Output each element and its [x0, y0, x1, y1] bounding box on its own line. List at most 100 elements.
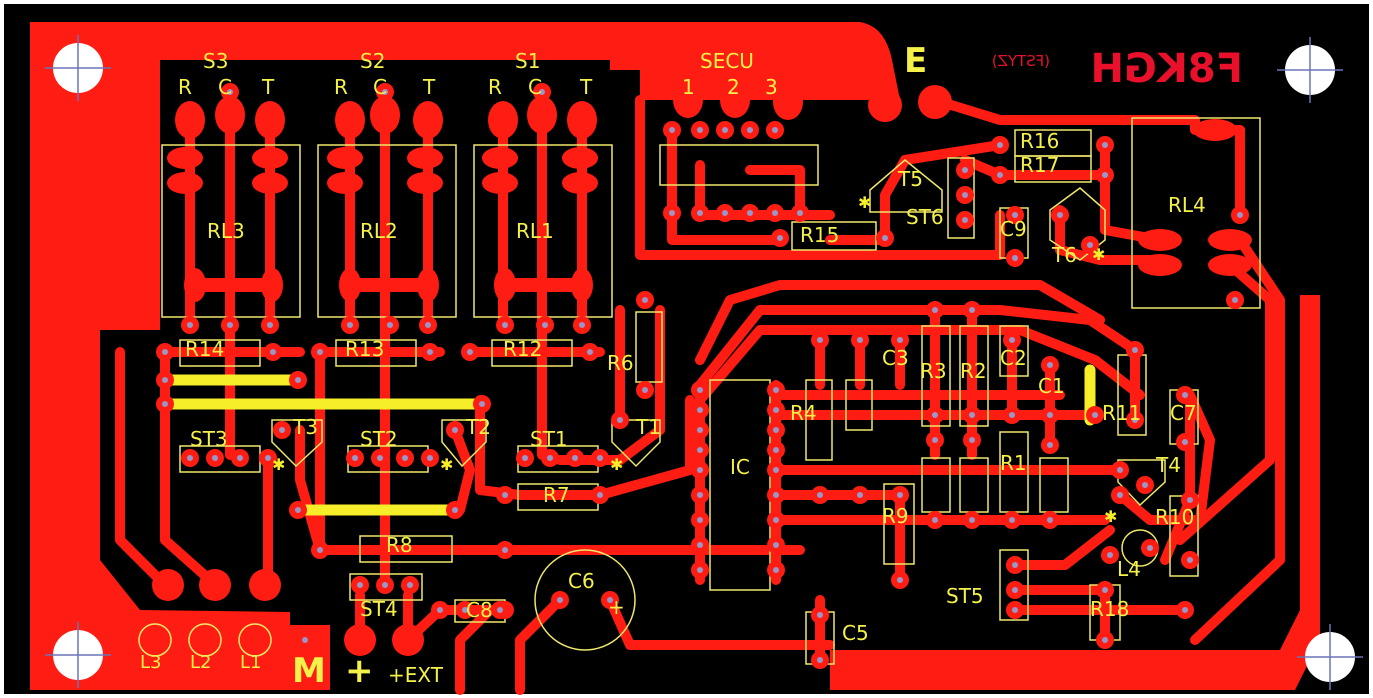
drill-hole — [539, 89, 545, 95]
drill-hole — [1012, 255, 1018, 261]
drill-hole — [302, 637, 308, 643]
capacitor-label-c1: C1 — [1038, 374, 1065, 398]
resistor-label-r16: R16 — [1020, 129, 1059, 153]
drill-hole — [1009, 412, 1015, 418]
drill-hole — [932, 517, 938, 523]
drill-hole — [773, 542, 779, 548]
resistor-label-r1: R1 — [1000, 451, 1027, 475]
drill-hole — [572, 455, 578, 461]
drill-hole — [1147, 545, 1153, 551]
drill-hole — [377, 455, 383, 461]
resistor-label-r3: R3 — [920, 359, 947, 383]
drill-hole — [407, 582, 413, 588]
drill-hole — [897, 492, 903, 498]
resistor-label-r4: R4 — [790, 401, 817, 425]
drill-hole — [962, 167, 968, 173]
pads — [152, 82, 1252, 669]
drill-hole — [212, 455, 218, 461]
drill-hole — [857, 337, 863, 343]
author-mirrored: (FSTYZ) — [992, 52, 1050, 70]
svg-text:✱: ✱ — [858, 193, 871, 212]
drill-hole — [697, 407, 703, 413]
drill-hole — [1009, 517, 1015, 523]
drill-hole — [382, 582, 388, 588]
drill-hole — [1117, 467, 1123, 473]
drill-hole — [267, 322, 273, 328]
secu-pin-1: 1 — [682, 75, 695, 99]
drill-hole — [1182, 392, 1188, 398]
callsign-mirrored: F8KGH — [1091, 46, 1243, 92]
drill-hole — [617, 417, 623, 423]
pin-label: R — [178, 75, 192, 99]
resistor-label-r9: R9 — [882, 504, 909, 528]
drill-hole — [669, 210, 675, 216]
drill-hole — [279, 427, 285, 433]
drill-hole — [773, 517, 779, 523]
led-label-l2: L2 — [190, 652, 211, 673]
drill-hole — [697, 210, 703, 216]
drill-hole — [773, 492, 779, 498]
drill-hole — [427, 455, 433, 461]
drill-hole — [1102, 172, 1108, 178]
svg-text:✱: ✱ — [1092, 245, 1105, 264]
drill-hole — [387, 322, 393, 328]
mounting-hole-br — [1297, 624, 1363, 690]
ext-label: +EXT — [388, 663, 444, 687]
drill-hole — [597, 455, 603, 461]
drill-hole — [382, 89, 388, 95]
drill-hole — [882, 235, 888, 241]
drill-hole — [772, 127, 778, 133]
resistor-label-r15: R15 — [800, 223, 839, 247]
ic-label: IC — [730, 455, 750, 479]
drill-hole — [1187, 557, 1193, 563]
drill-hole — [1102, 587, 1108, 593]
drill-hole — [1047, 517, 1053, 523]
drill-hole — [697, 492, 703, 498]
drill-hole — [597, 492, 603, 498]
drill-hole — [797, 210, 803, 216]
capacitor-label-c2: C2 — [1000, 346, 1027, 370]
drill-hole — [237, 455, 243, 461]
side-marker: E — [904, 41, 927, 81]
drill-hole — [187, 455, 193, 461]
resistor-label-r14: R14 — [185, 337, 224, 361]
switch-label-s2: S2 — [360, 49, 385, 73]
drill-hole — [162, 377, 168, 383]
transistor-label-t5: T5 — [897, 167, 923, 191]
drill-hole — [1182, 439, 1188, 445]
mounting-holes — [45, 35, 1363, 690]
drill-hole — [1012, 212, 1018, 218]
drill-hole — [557, 597, 563, 603]
pin-label: C — [373, 75, 387, 99]
drill-hole — [932, 437, 938, 443]
drill-hole — [642, 297, 648, 303]
drill-hole — [897, 577, 903, 583]
transistor-label-t6: T6 — [1051, 243, 1077, 267]
drill-hole — [162, 349, 168, 355]
drill-hole — [962, 192, 968, 198]
svg-text:✱: ✱ — [272, 455, 285, 474]
resistor-label-r11: R11 — [1102, 401, 1141, 425]
drill-hole — [1117, 492, 1123, 498]
pin-label: T — [422, 75, 436, 99]
drill-hole — [817, 492, 823, 498]
drill-hole — [697, 387, 703, 393]
drill-hole — [773, 407, 779, 413]
drill-hole — [773, 467, 779, 473]
relay-label-rl2: RL2 — [360, 219, 398, 243]
drill-hole — [697, 467, 703, 473]
drill-hole — [817, 612, 823, 618]
drill-hole — [502, 492, 508, 498]
drill-hole — [722, 210, 728, 216]
inductor-label-l4: L4 — [1117, 557, 1141, 581]
drill-hole — [227, 89, 233, 95]
svg-text:✱: ✱ — [440, 455, 453, 474]
led-label-l3: L3 — [140, 652, 161, 673]
drill-hole — [669, 127, 675, 133]
drill-hole — [997, 142, 1003, 148]
drill-hole — [425, 322, 431, 328]
drill-hole — [1012, 607, 1018, 613]
drill-hole — [697, 427, 703, 433]
drill-hole — [857, 492, 863, 498]
